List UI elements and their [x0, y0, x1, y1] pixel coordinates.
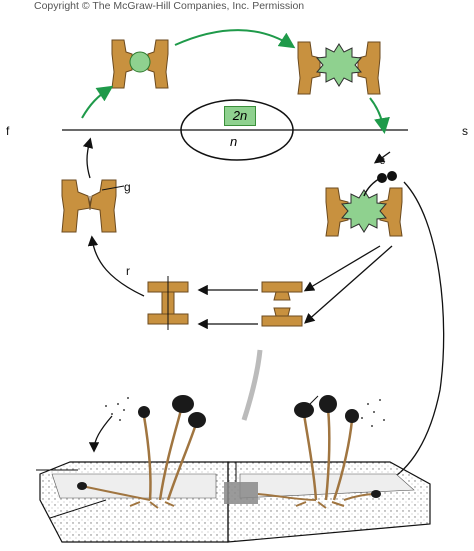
arrow-to-germination — [369, 97, 390, 134]
stolon-right — [257, 493, 317, 501]
arrow-to-bread — [383, 181, 445, 484]
arrow-into-germination — [373, 151, 391, 164]
arrow-from-zygo-lower — [304, 245, 393, 324]
bread-substrate — [39, 461, 431, 543]
progametangia — [61, 179, 117, 233]
right-edge-label: s — [462, 124, 468, 138]
spore-dispersal-path — [241, 349, 263, 421]
arrow-progametangia-up — [82, 137, 94, 179]
arrow-to-progametangia — [87, 235, 145, 297]
hyphae-separate — [261, 281, 303, 327]
diploid-label: 2n — [224, 106, 256, 126]
arrow-fusion-to-zygosporangium — [174, 29, 296, 49]
label-g: g — [124, 180, 131, 194]
arrow-from-zygo-upper — [303, 245, 381, 292]
spores — [105, 397, 385, 427]
pointer-line-2 — [49, 499, 107, 519]
haploid-label: n — [230, 134, 238, 149]
left-edge-label: f — [6, 124, 10, 138]
arrow-spores-down — [88, 415, 113, 453]
hyphae-contact — [147, 276, 189, 330]
gametangia-fusion — [111, 39, 169, 89]
arrow-left-to-fusion — [81, 85, 114, 119]
copyright-notice: Copyright © The McGraw-Hill Companies, I… — [34, 0, 305, 12]
sporangiophores-left — [129, 395, 206, 509]
label-small: 3 — [380, 156, 386, 166]
ploidy-ellipse — [180, 99, 294, 161]
sporangiophores-right — [294, 395, 359, 509]
zygosporangium — [297, 41, 381, 95]
germinating-zygosporangium — [325, 171, 403, 237]
stolon-left — [81, 485, 151, 501]
label-r: r — [126, 264, 130, 278]
